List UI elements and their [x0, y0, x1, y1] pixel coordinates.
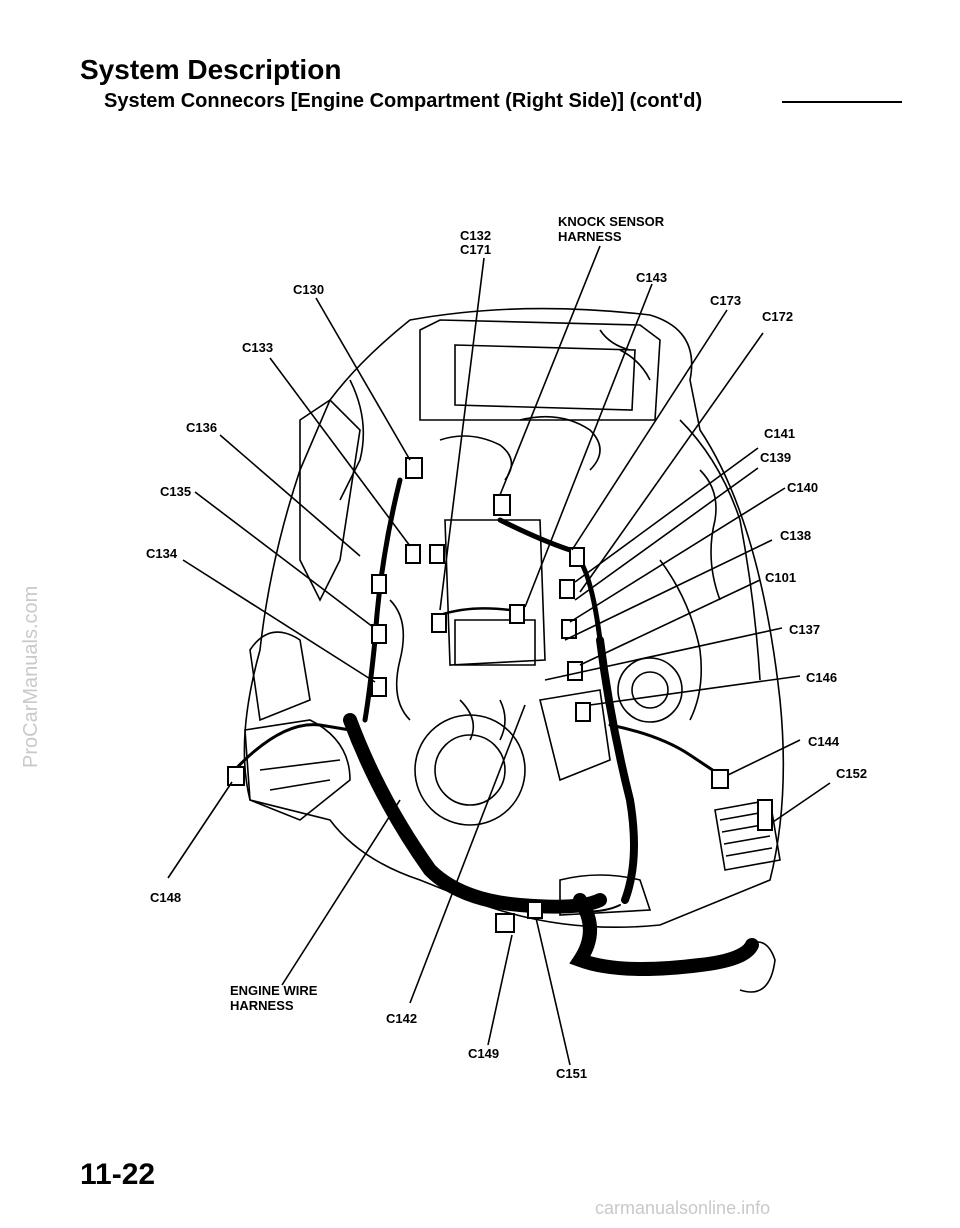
label-c144: C144: [808, 734, 840, 749]
connector-block: [371, 677, 387, 697]
label-engine-wire-harness: ENGINE WIRE: [230, 983, 318, 998]
connector-block: [493, 494, 511, 516]
engine-outline: [243, 307, 785, 993]
label-c133: C133: [242, 340, 273, 355]
connector-block: [527, 901, 543, 919]
connector-block: [569, 547, 585, 567]
connector-block: [575, 702, 591, 722]
connector-block: [711, 769, 729, 789]
connector-block: [227, 766, 245, 786]
wire-harness: [228, 477, 759, 976]
label-c148: C148: [150, 890, 181, 905]
label-c137: C137: [789, 622, 820, 637]
label-c132: C132: [460, 228, 491, 243]
label-c172: C172: [762, 309, 793, 324]
connector-blocks: [227, 457, 773, 933]
label-c142: C142: [386, 1011, 417, 1026]
connector-block: [431, 613, 447, 633]
label-knock-sensor-harness-2: HARNESS: [558, 229, 622, 244]
connector-block: [405, 457, 423, 479]
connector-block: [371, 574, 387, 594]
connector-block: [495, 913, 515, 933]
label-c101: C101: [765, 570, 796, 585]
watermark-bottom: carmanualsonline.info: [595, 1198, 771, 1218]
label-c152: C152: [836, 766, 867, 781]
label-c139: C139: [760, 450, 791, 465]
label-c151: C151: [556, 1066, 587, 1081]
label-c143: C143: [636, 270, 667, 285]
label-c149: C149: [468, 1046, 499, 1061]
page-title: System Description: [80, 54, 342, 85]
connector-block: [567, 661, 583, 681]
page-subtitle: System Connecors [Engine Compartment (Ri…: [104, 90, 703, 112]
connector-block: [371, 624, 387, 644]
label-c146: C146: [806, 670, 837, 685]
label-c130: C130: [293, 282, 324, 297]
label-c141: C141: [764, 426, 795, 441]
leader-lines: [167, 245, 831, 1066]
label-c136: C136: [186, 420, 217, 435]
connector-block: [757, 799, 773, 831]
connector-block: [429, 544, 445, 564]
label-c171: C171: [460, 242, 491, 257]
label-c140: C140: [787, 480, 818, 495]
watermark-side: ProCarManuals.com: [20, 585, 42, 768]
connector-block: [509, 604, 525, 624]
page-number: 11-22: [80, 1158, 156, 1191]
label-c138: C138: [780, 528, 811, 543]
label-engine-wire-harness-2: HARNESS: [230, 998, 294, 1013]
connector-block: [559, 579, 575, 599]
connector-block: [405, 544, 421, 564]
label-c173: C173: [710, 293, 741, 308]
connector-labels: C132 C171 KNOCK SENSOR HARNESS C143 C130…: [146, 214, 867, 1081]
subtitle-rule: [782, 101, 902, 103]
label-knock-sensor-harness: KNOCK SENSOR: [558, 214, 665, 229]
label-c134: C134: [146, 546, 178, 561]
label-c135: C135: [160, 484, 191, 499]
